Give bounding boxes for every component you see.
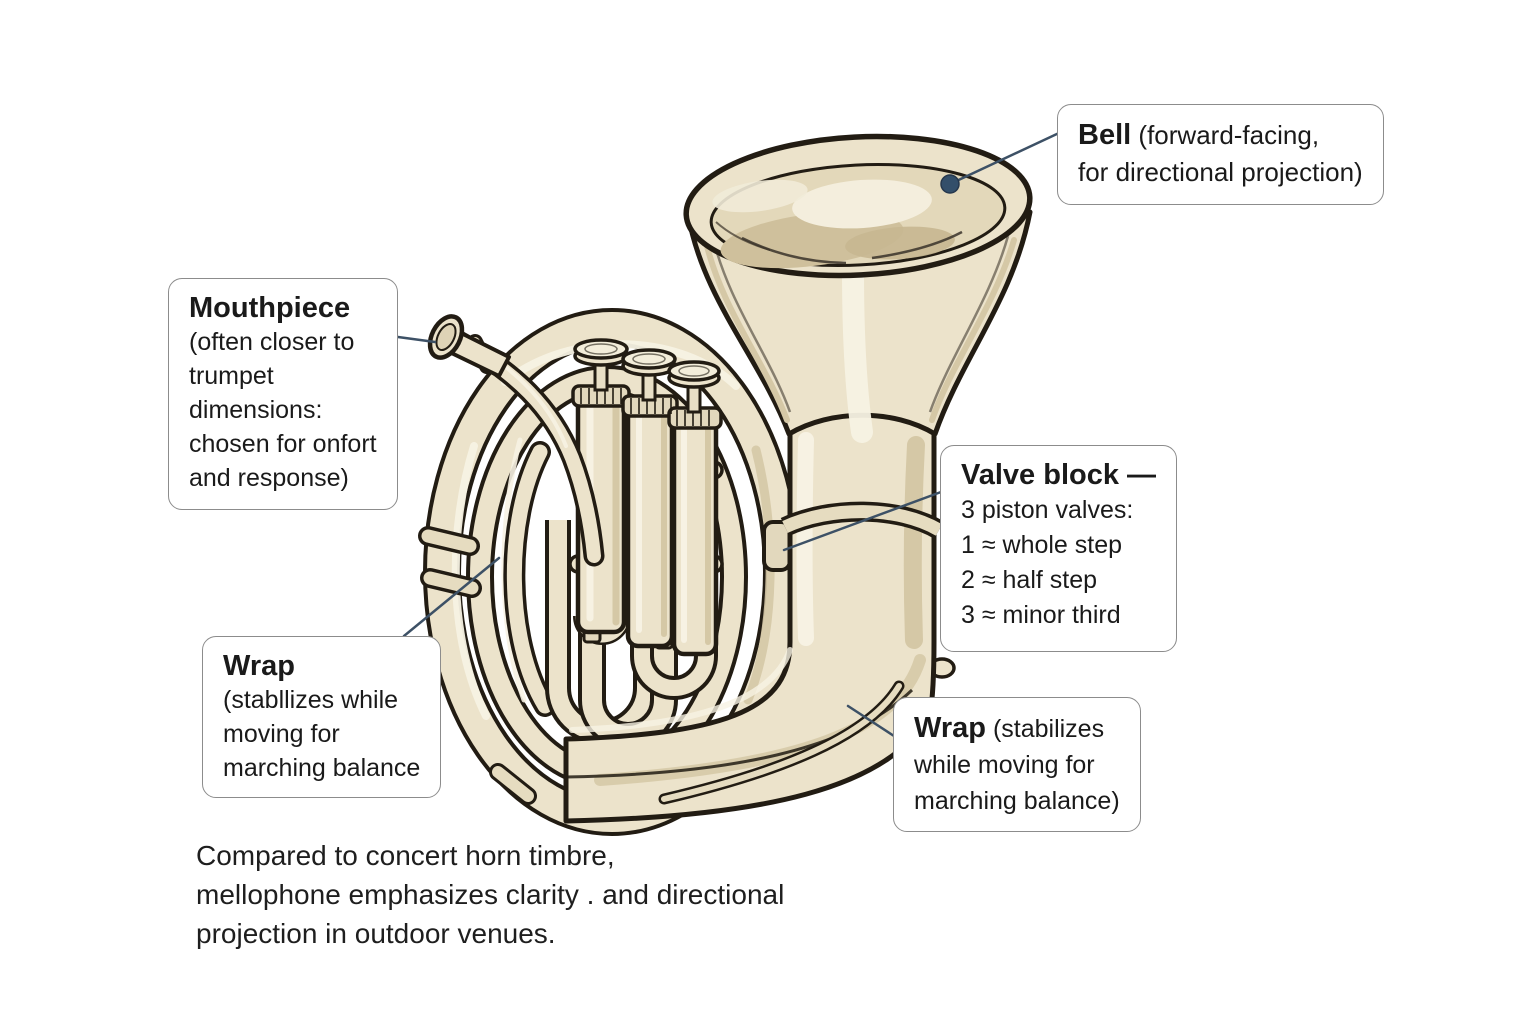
callout-valve-block: Valve block — 3 piston valves: 1 ≈ whole… — [940, 445, 1178, 652]
callout-mouthpiece-line: (often closer to — [189, 328, 355, 356]
callout-mouthpiece-line: dimensions: — [189, 396, 323, 424]
callout-wrap-left-line: (stabllizes while — [223, 686, 399, 714]
callout-bell-line2: for directional projection) — [1078, 157, 1363, 187]
callout-mouthpiece: Mouthpiece (often closer to trumpet dime… — [168, 278, 398, 510]
callout-bell: Bell (forward-facing, for directional pr… — [1057, 104, 1384, 205]
callout-mouthpiece-title: Mouthpiece — [189, 292, 351, 324]
callout-mouthpiece-line: chosen for onfort — [189, 430, 377, 458]
callout-valve-block-line: 1 ≈ whole step — [961, 531, 1123, 559]
callout-wrap-left-line: moving for — [223, 720, 340, 748]
callout-wrap-left: Wrap (stabllizes while moving for marchi… — [202, 636, 442, 798]
valve-block — [571, 338, 723, 657]
caption-line: Compared to concert horn timbre, — [196, 840, 615, 871]
bell-connector-line — [948, 131, 1061, 186]
callout-bell-line1: Bell (forward-facing, — [1078, 119, 1320, 151]
callout-valve-block-title: Valve block — — [961, 459, 1157, 491]
figure-caption: Compared to concert horn timbre, melloph… — [196, 836, 784, 953]
callout-wrap-right-line1: Wrap (stabilizes — [914, 712, 1105, 744]
mouthpiece-part — [427, 314, 511, 378]
callout-valve-block-line: 2 ≈ half step — [961, 566, 1098, 594]
callout-mouthpiece-line: and response) — [189, 464, 349, 492]
callout-wrap-right-line: marching balance) — [914, 787, 1120, 815]
callout-mouthpiece-line: trumpet — [189, 362, 274, 390]
wrap-right-connector-line — [846, 704, 896, 738]
callout-bell-title: Bell — [1078, 119, 1132, 151]
bell-flare — [683, 133, 1033, 443]
callout-wrap-right-title: Wrap — [914, 712, 986, 744]
valve-buttons — [573, 338, 721, 414]
callout-valve-block-line: 3 ≈ minor third — [961, 601, 1121, 629]
mouthpiece-connector-line — [396, 335, 437, 344]
bell-marker-dot — [940, 174, 960, 194]
callout-wrap-left-title: Wrap — [223, 650, 295, 682]
ring-collar-bands — [418, 526, 537, 805]
caption-line: mellophone emphasizes clarity . and dire… — [196, 879, 785, 910]
connector-lines — [396, 131, 1061, 738]
wrap-left-connector-line — [402, 556, 501, 638]
bell-tube — [563, 406, 956, 824]
caption-line: projection in outdoor venues. — [196, 918, 556, 949]
callout-wrap-right: Wrap (stabilizes while moving for marchi… — [893, 697, 1141, 832]
callout-wrap-right-line: while moving for — [914, 751, 1095, 779]
callout-valve-block-line: 3 piston valves: — [961, 496, 1134, 524]
valve-connector-line — [782, 490, 943, 552]
callout-wrap-left-line: marching balance — [223, 754, 421, 782]
valve-collars — [571, 384, 723, 430]
